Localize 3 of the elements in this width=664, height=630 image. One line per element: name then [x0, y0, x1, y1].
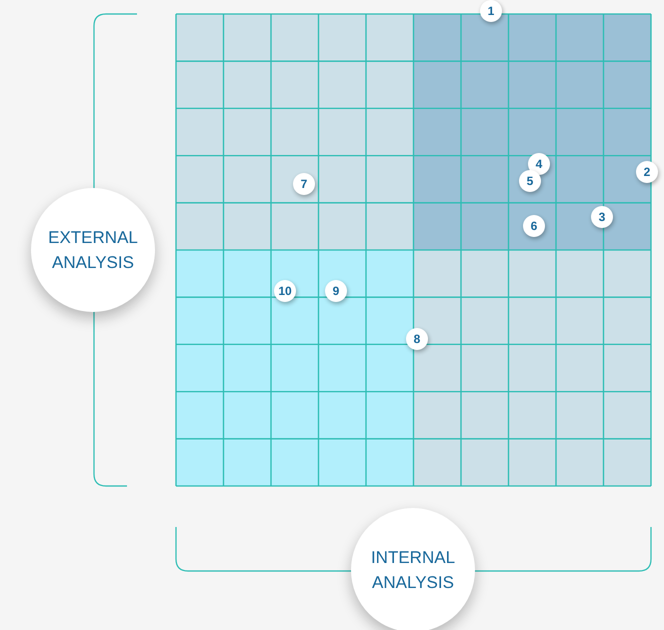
circle-label: INTERNAL ANALYSIS — [351, 508, 475, 630]
number-marker: 1 — [480, 0, 502, 22]
circle-label: EXTERNAL ANALYSIS — [31, 188, 155, 312]
